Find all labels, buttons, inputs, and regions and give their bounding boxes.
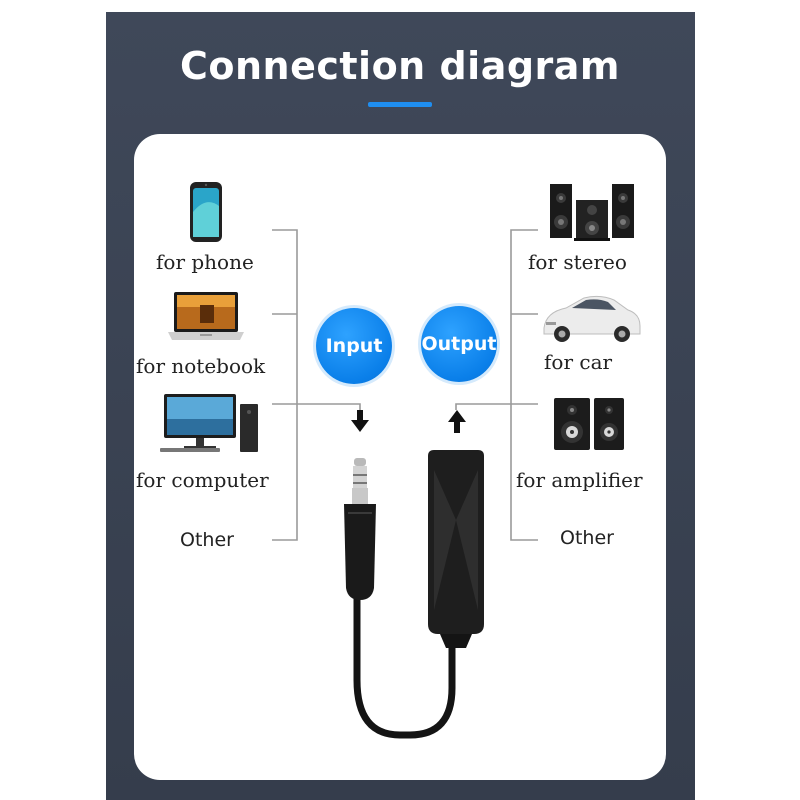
input-label-computer: for computer	[136, 468, 269, 492]
title-underline	[368, 102, 432, 107]
output-connector-lines	[455, 229, 538, 541]
output-label-amplifier: for amplifier	[516, 468, 643, 492]
ground-loop-isolator-device	[344, 450, 484, 739]
input-label-notebook: for notebook	[136, 354, 266, 378]
desktop-computer-icon	[160, 394, 258, 452]
input-down-arrow-icon	[351, 410, 369, 432]
amplifier-speakers-icon	[554, 398, 624, 450]
input-label-phone: for phone	[156, 250, 254, 274]
input-connector-lines	[272, 229, 361, 541]
output-up-arrow-icon	[448, 410, 466, 433]
input-label-other: Other	[180, 529, 234, 551]
stereo-speakers-icon	[550, 184, 634, 241]
output-label-other: Other	[560, 527, 614, 549]
smartphone-icon	[190, 182, 222, 242]
laptop-icon	[168, 292, 244, 340]
input-badge: Input	[316, 308, 392, 384]
output-label-stereo: for stereo	[528, 250, 627, 274]
car-icon	[543, 295, 641, 342]
output-label-car: for car	[544, 350, 613, 374]
diagram-title: Connection diagram	[179, 44, 621, 88]
output-badge: Output	[421, 306, 497, 382]
diagram-card	[134, 134, 666, 780]
